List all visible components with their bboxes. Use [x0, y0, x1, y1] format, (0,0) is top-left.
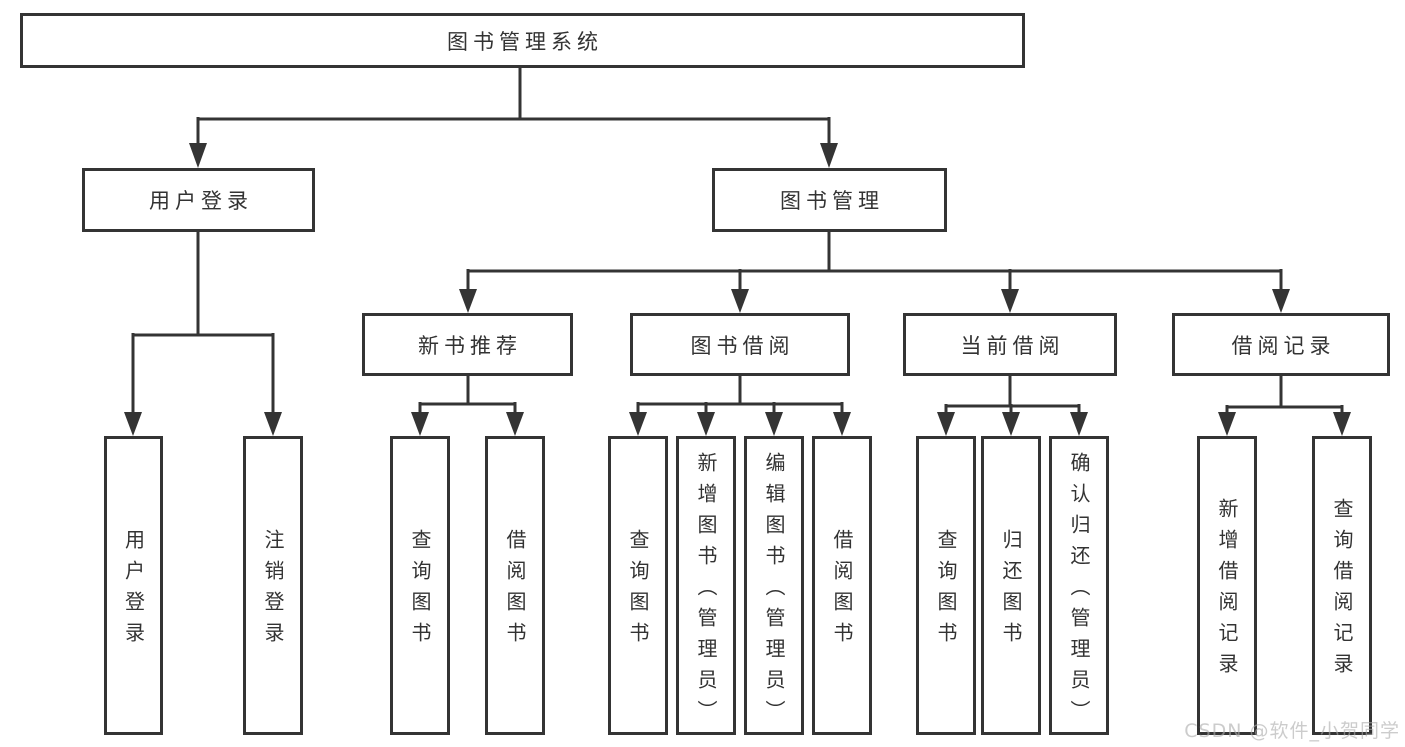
leaf-add-book-admin: 新增图书（管理员）: [676, 436, 736, 735]
leaf-query-book-borrow: 查询图书: [608, 436, 668, 735]
leaf-add-borrow-record: 新增借阅记录: [1197, 436, 1257, 735]
node-root-system: 图书管理系统: [20, 13, 1025, 68]
connector-arrowheads: [124, 143, 1351, 436]
leaf-return-book: 归还图书: [981, 436, 1041, 735]
node-current-borrow: 当前借阅: [903, 313, 1117, 376]
node-book-borrow: 图书借阅: [630, 313, 850, 376]
leaf-query-book-current: 查询图书: [916, 436, 976, 735]
csdn-watermark: CSDN @软件_小贺同学: [1184, 720, 1400, 742]
node-user-login: 用户登录: [82, 168, 315, 232]
leaf-borrow-book-recommend: 借阅图书: [485, 436, 545, 735]
leaf-query-borrow-record: 查询借阅记录: [1312, 436, 1372, 735]
connector-lines: [131, 67, 1344, 414]
leaf-logout: 注销登录: [243, 436, 303, 735]
leaf-user-login: 用户登录: [104, 436, 163, 735]
leaf-confirm-return-admin: 确认归还（管理员）: [1049, 436, 1109, 735]
leaf-borrow-book: 借阅图书: [812, 436, 872, 735]
node-book-management: 图书管理: [712, 168, 947, 232]
node-borrow-record: 借阅记录: [1172, 313, 1390, 376]
node-new-book-recommend: 新书推荐: [362, 313, 573, 376]
leaf-query-book-recommend: 查询图书: [390, 436, 450, 735]
leaf-edit-book-admin: 编辑图书（管理员）: [744, 436, 804, 735]
